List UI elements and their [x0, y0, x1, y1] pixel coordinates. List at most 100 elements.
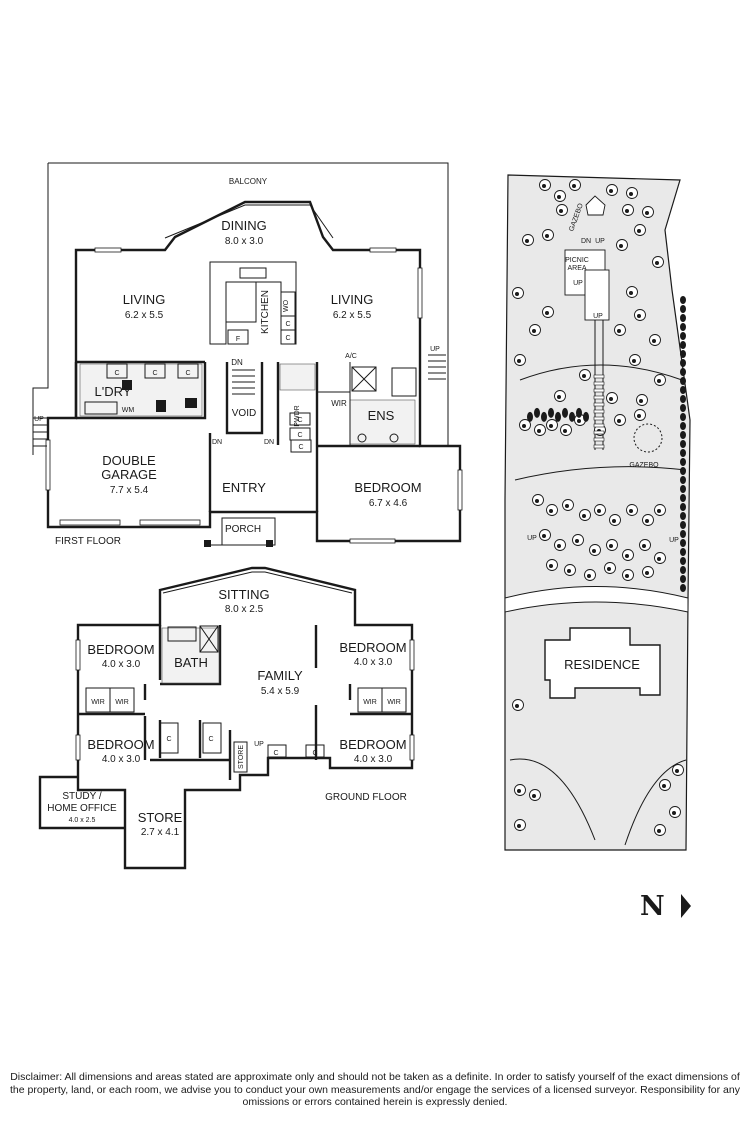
tree-center — [657, 509, 661, 513]
hedge-shrub — [680, 521, 686, 529]
hedge-shrub — [680, 512, 686, 520]
tree-center — [662, 784, 666, 788]
tree-center — [582, 514, 586, 518]
tree-center — [619, 244, 623, 248]
picnic-label-1: PICNIC — [565, 257, 589, 264]
shower-x — [351, 366, 377, 392]
sitting-bay — [162, 571, 353, 594]
living-left-label: LIVING — [123, 292, 166, 307]
cupboard-label-1: C — [166, 736, 171, 743]
study-label-1: STUDY / — [62, 791, 101, 802]
store-small — [233, 741, 248, 773]
pwdr-cupboard — [289, 412, 311, 426]
family-size: 5.4 x 5.9 — [261, 686, 300, 697]
tree-center — [522, 424, 526, 428]
tree-center — [572, 184, 576, 188]
garage-label-1: DOUBLE — [102, 453, 156, 468]
bedroom-br-label: BEDROOM — [339, 737, 406, 752]
ensuite-tiles — [349, 399, 416, 445]
laundry-label: L'DRY — [95, 384, 132, 399]
walkway-step — [593, 444, 605, 449]
tree-center — [655, 261, 659, 265]
tree-center — [629, 509, 633, 513]
balcony-outline — [32, 162, 449, 455]
hedge-shrub — [562, 407, 568, 418]
tree-center — [557, 544, 561, 548]
wir-label-2: WIR — [115, 699, 129, 706]
pwdr-c-label: C — [297, 417, 302, 424]
tree-center — [582, 374, 586, 378]
window — [139, 519, 201, 526]
cupboard — [267, 744, 287, 758]
bedroom-tl-size: 4.0 x 3.0 — [102, 659, 141, 670]
bathtub — [167, 626, 197, 642]
tree-center — [625, 574, 629, 578]
ens-label: ENS — [368, 408, 395, 423]
stairs — [232, 369, 255, 395]
tree-center — [563, 429, 567, 433]
garage-label-2: GARAGE — [101, 467, 157, 482]
hedge-shrub — [534, 407, 540, 418]
north-arrow-icon — [681, 894, 691, 918]
dining-size: 8.0 x 3.0 — [225, 236, 264, 247]
bedroom-bl-label: BEDROOM — [87, 737, 154, 752]
tree-center — [609, 189, 613, 193]
tree-center — [625, 554, 629, 558]
washer — [84, 401, 118, 415]
tree-center — [625, 209, 629, 213]
driveway — [504, 586, 689, 613]
tree-center — [517, 824, 521, 828]
site-dn-label: DN — [581, 238, 591, 245]
ground-floor-caption: GROUND FLOOR — [325, 792, 407, 803]
garden-path — [509, 758, 596, 841]
garden-path — [624, 759, 687, 846]
store-label: STORE — [138, 810, 183, 825]
site-up-label-4: UP — [527, 535, 537, 542]
tree-center — [532, 794, 536, 798]
site-up-label-3: UP — [593, 313, 603, 320]
hedge-shrub — [680, 377, 686, 385]
laundry-cupboard — [144, 363, 166, 379]
gazebo-top — [585, 195, 606, 216]
tree-center — [532, 329, 536, 333]
laundry-c2-label: C — [152, 370, 157, 377]
hedge-shrub — [680, 539, 686, 547]
wir-wall — [317, 362, 351, 446]
hedge-shrub — [680, 368, 686, 376]
balcony-label: BALCONY — [229, 177, 268, 186]
tree-center — [517, 789, 521, 793]
dining-bay — [164, 204, 334, 239]
window — [94, 247, 122, 253]
site-up-label-5: UP — [669, 537, 679, 544]
kitchen-label: KITCHEN — [260, 290, 271, 334]
dining-label: DINING — [221, 218, 267, 233]
tree-center — [617, 419, 621, 423]
shower-x — [199, 625, 219, 653]
window — [59, 519, 121, 526]
living-right-label: LIVING — [331, 292, 374, 307]
site-plan: RESIDENCE GAZEBO GAZEBO PICNIC AREA DN U… — [504, 174, 691, 851]
laundry-c-label: C — [114, 370, 119, 377]
dn-label-void: DN — [231, 358, 243, 367]
bedroom-bl-size: 4.0 x 3.0 — [102, 754, 141, 765]
wir-label-3: WIR — [363, 699, 377, 706]
walkway-step — [593, 437, 605, 442]
kitchen-fridge-label: F — [236, 336, 240, 343]
tree-center — [545, 311, 549, 315]
tree-center — [637, 414, 641, 418]
cupboard-label-4: C — [312, 750, 317, 757]
laundry-c3-label: C — [185, 370, 190, 377]
residence-footprint — [544, 627, 661, 699]
hedge-shrub — [680, 359, 686, 367]
entry-label: ENTRY — [222, 480, 266, 495]
site-up-label-1: UP — [595, 238, 605, 245]
tree-center — [542, 534, 546, 538]
hedge-shrub — [680, 341, 686, 349]
residence-label: RESIDENCE — [564, 657, 640, 672]
trees — [512, 179, 686, 836]
study-label-2: HOME OFFICE — [47, 803, 117, 814]
tree-center — [535, 499, 539, 503]
tree-center — [629, 192, 633, 196]
walkway-step — [593, 388, 605, 393]
hedge-shrub — [680, 503, 686, 511]
